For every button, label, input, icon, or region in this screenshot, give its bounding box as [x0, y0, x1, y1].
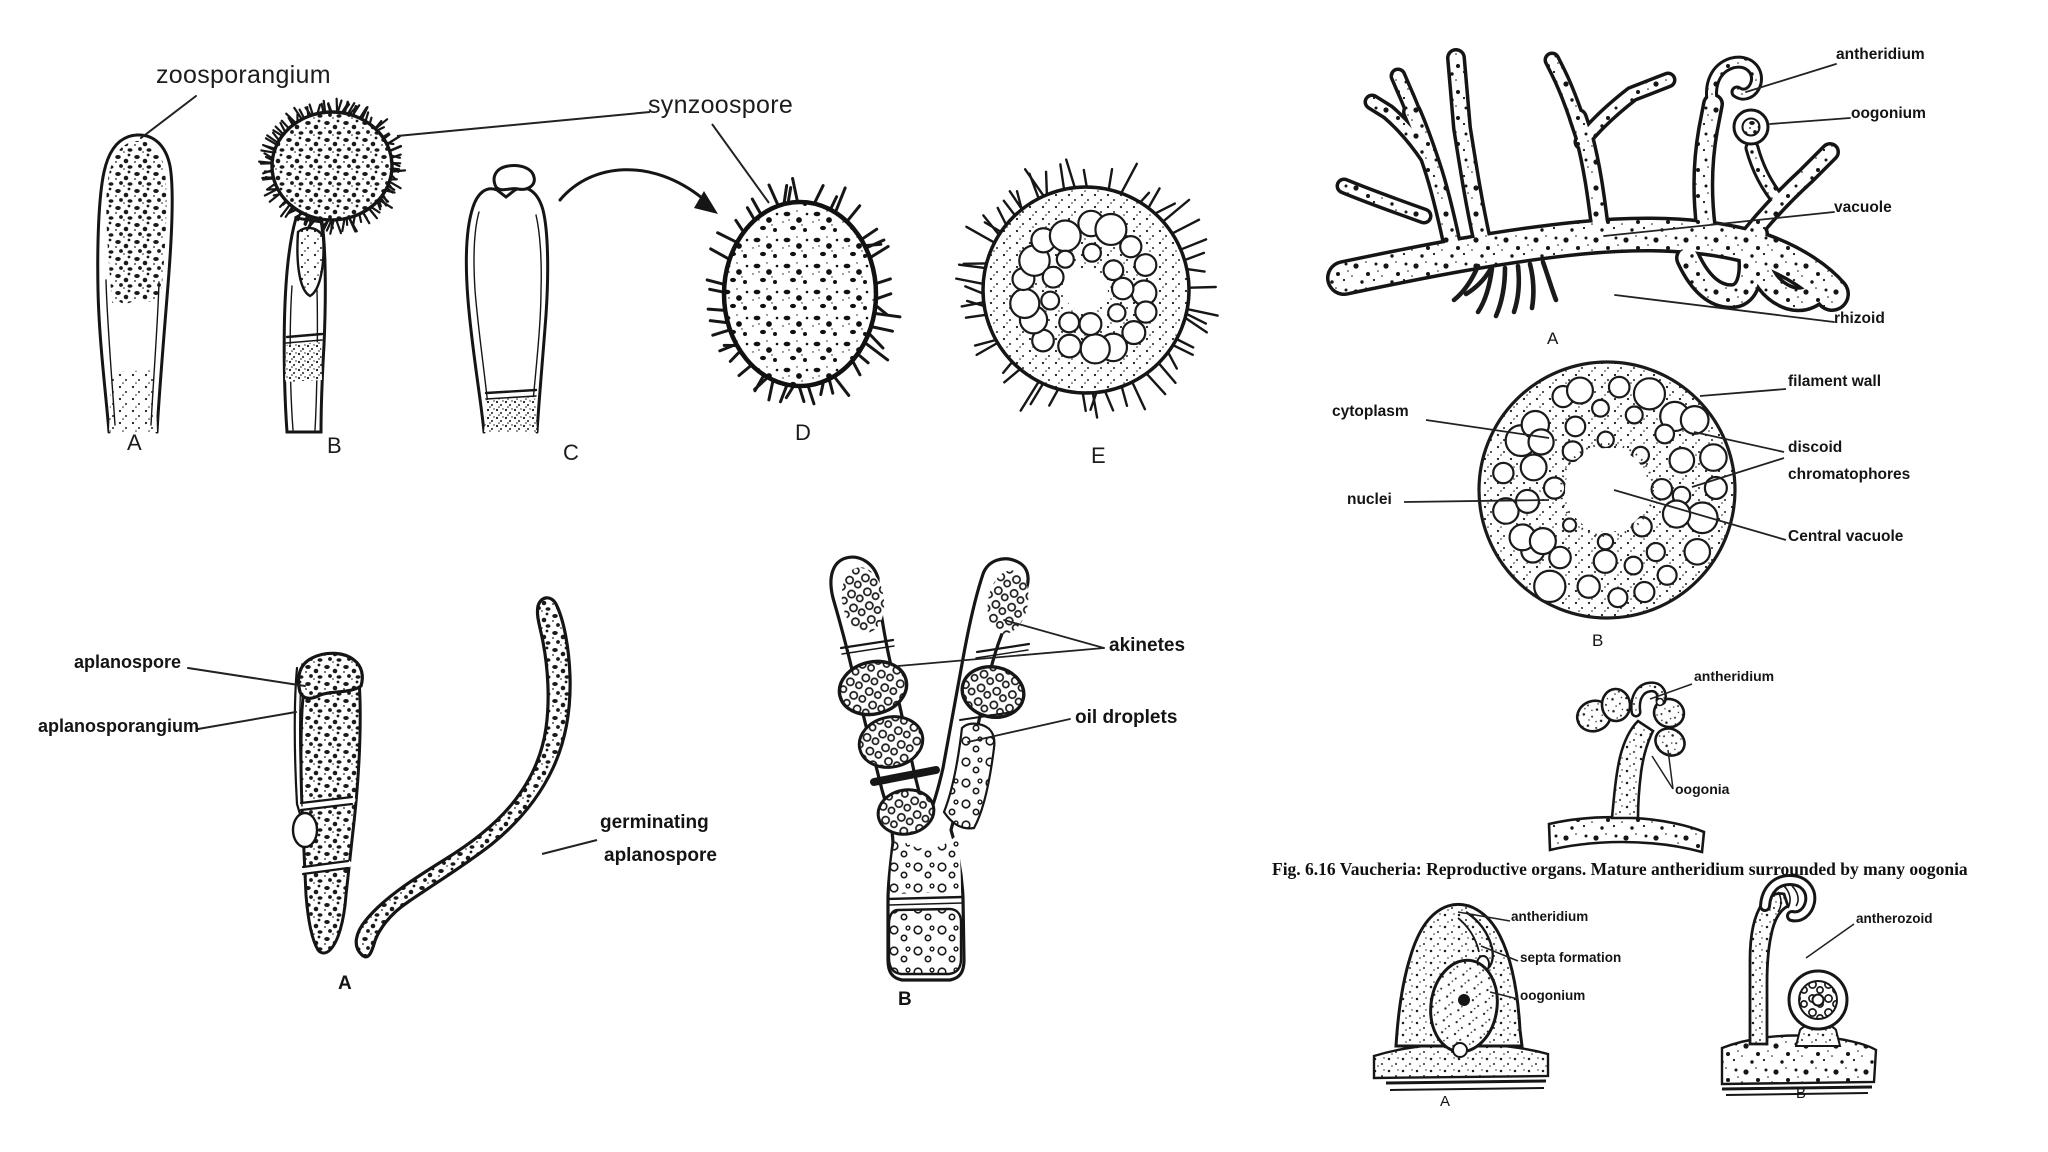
fertilization-b-drawing: [1720, 873, 1878, 1096]
zoosporangium-stage-c-drawing: [464, 164, 718, 434]
synzoospore-label: synzoospore: [648, 91, 794, 119]
cytoplasm-label: cytoplasm: [1332, 403, 1409, 420]
thallus-letter-a: A: [1547, 329, 1559, 348]
vacuole-label: vacuole: [1834, 199, 1892, 216]
oogonia-label: oogonia: [1675, 781, 1730, 797]
chromatophores-label: chromatophores: [1788, 466, 1911, 483]
stage-letter-c: C: [563, 440, 579, 465]
synzoospore-e-drawing: [955, 158, 1219, 419]
fert-antheridium-label: antheridium: [1511, 909, 1589, 924]
thallus-oogonium-label: oogonium: [1851, 105, 1926, 122]
nuclei-label: nuclei: [1347, 491, 1392, 508]
akinete-filament-drawing: [829, 555, 1105, 982]
zoosporangium-stage-a-drawing: [96, 95, 197, 434]
aplanospore-letter-a: A: [338, 973, 352, 994]
germinating-label-line2: aplanospore: [604, 845, 717, 866]
septa-formation-label: septa formation: [1520, 950, 1622, 965]
antherozoid-label: antherozoid: [1856, 911, 1933, 926]
stage-letter-b: B: [327, 433, 342, 458]
oogonium-ball: [1732, 108, 1770, 146]
thallus-drawing: [1326, 48, 1851, 323]
figure-caption: Fig. 6.16 Vaucheria: Reproductive organs…: [1272, 859, 1968, 879]
reproductive-organs-drawing: [1547, 681, 1706, 854]
zoosporangium-label: zoosporangium: [156, 61, 331, 89]
filament-wall-label: filament wall: [1788, 373, 1882, 390]
central-vacuole-label: Central vacuole: [1788, 528, 1904, 545]
germinating-label-line1: germinating: [600, 812, 709, 833]
zoosporangium-stage-b-drawing: [258, 97, 407, 434]
aplanospore-label: aplanospore: [74, 652, 182, 672]
akinetes-label: akinetes: [1109, 635, 1186, 656]
fert-oogonium-label: oogonium: [1520, 988, 1586, 1003]
aplanosporangium-drawing: [187, 651, 364, 955]
stage-letter-e: E: [1091, 443, 1106, 468]
fert-letter-a: A: [1440, 1093, 1451, 1110]
thallus-antheridium-label: antheridium: [1836, 46, 1925, 63]
cross-section-drawing: [1403, 360, 1787, 620]
aplanosporangium-label: aplanosporangium: [38, 716, 200, 736]
fertilization-a-drawing: [1372, 903, 1550, 1091]
stage-letter-a: A: [127, 430, 142, 455]
germinating-aplanospore-drawing: [354, 596, 598, 959]
oil-droplets-label: oil droplets: [1075, 707, 1178, 728]
rhizoid-label: rhizoid: [1834, 310, 1885, 327]
fert-letter-b: B: [1796, 1085, 1807, 1102]
repro-antheridium-label: antheridium: [1694, 668, 1775, 684]
synzoospore-d-drawing: [396, 111, 902, 406]
stage-letter-d: D: [795, 420, 811, 445]
discoid-label: discoid: [1788, 439, 1843, 456]
rhizoids: [1451, 259, 1559, 319]
akinete-letter-b: B: [898, 989, 912, 1010]
cross-section-letter-b: B: [1592, 631, 1604, 650]
